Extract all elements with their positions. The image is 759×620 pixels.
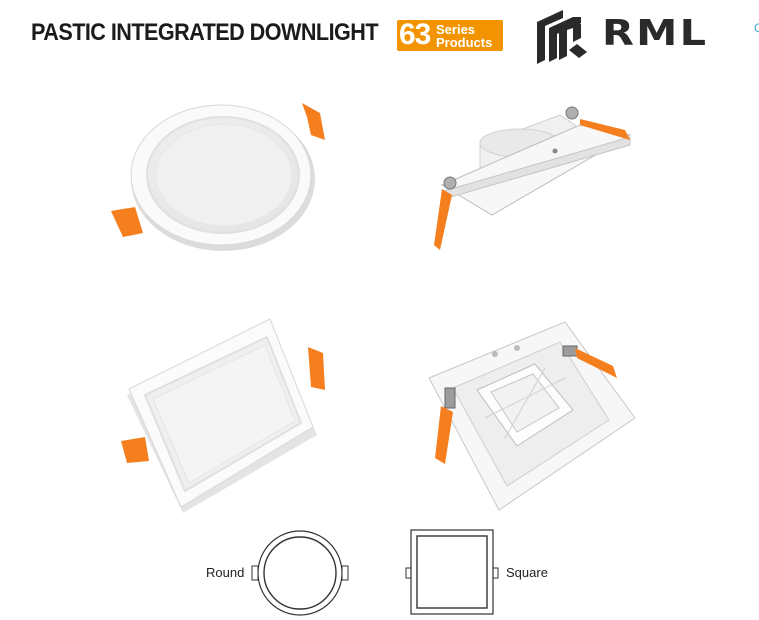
square-label: Square (506, 565, 548, 580)
page-title: PASTIC INTEGRATED DOWNLIGHT (31, 19, 379, 46)
edge-mark: C (754, 22, 759, 34)
brand-name: RML (602, 13, 709, 54)
series-badge: 63 Series Products (397, 18, 503, 51)
series-label: Series (436, 22, 476, 37)
round-downlight-side-photo (434, 106, 632, 250)
rml-logo-icon (537, 10, 587, 64)
round-outline-diagram (251, 530, 349, 616)
series-number: 63 (399, 18, 431, 51)
square-outline-diagram (405, 529, 499, 615)
round-downlight-front-photo (111, 103, 325, 251)
square-downlight-back-photo (428, 321, 636, 511)
square-downlight-front-photo (121, 318, 325, 513)
round-label: Round (206, 565, 245, 580)
products-label: Products (436, 35, 493, 50)
